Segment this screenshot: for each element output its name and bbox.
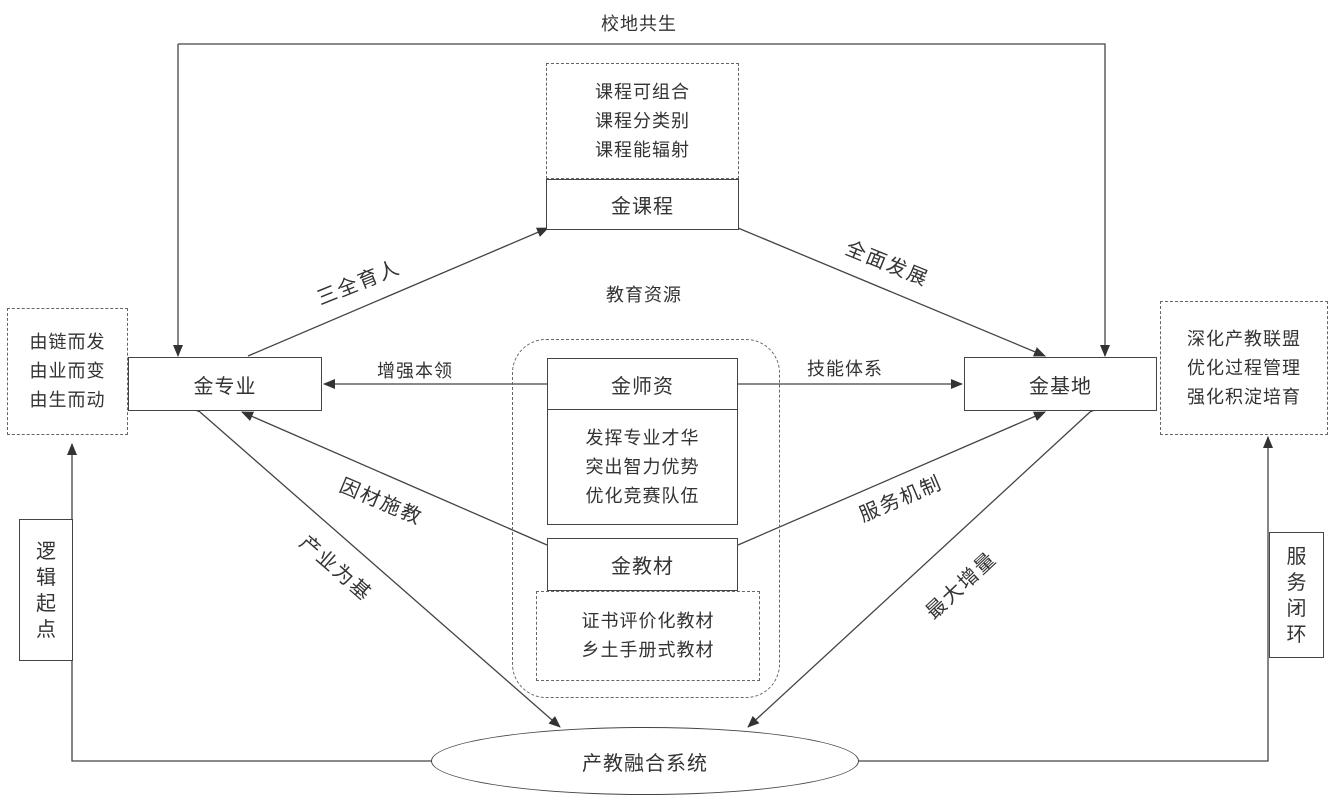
gold-course-node: 金课程 xyxy=(546,179,739,230)
industry-education-system-label: 产教融合系统 xyxy=(582,750,708,775)
education-resources-frame xyxy=(512,339,780,698)
service-loop-char-4: 环 xyxy=(1286,622,1307,646)
logic-start-char-1: 逻 xyxy=(36,539,56,563)
teacher-notes-box: 发挥专业才华 突出智力优势 优化竞赛队伍 xyxy=(547,410,738,525)
textbook-note-1: 证书评价化教材 xyxy=(581,611,715,632)
gold-teacher-node: 金师资 xyxy=(547,358,738,410)
service-loop-char-1: 服 xyxy=(1286,544,1307,568)
top-loop-label: 校地共生 xyxy=(601,14,677,35)
left-notes-box: 由链而发 由业而变 由生而动 xyxy=(7,308,128,435)
edge-major-system xyxy=(188,400,561,728)
gold-course-label: 金课程 xyxy=(611,194,674,218)
education-resources-label: 教育资源 xyxy=(606,285,682,306)
edge-base-system xyxy=(747,400,1102,728)
course-notes-box: 课程可组合 课程分类别 课程能辐射 xyxy=(546,63,739,179)
strengthen-label: 增强本领 xyxy=(377,361,453,382)
gold-major-label: 金专业 xyxy=(193,373,257,398)
edge-textbook-major xyxy=(241,411,548,546)
top-loop-line xyxy=(178,43,1110,357)
gold-major-node: 金专业 xyxy=(128,357,322,411)
right-notes-box: 深化产教联盟 优化过程管理 强化积淀培育 xyxy=(1160,301,1328,435)
edge-textbook-base xyxy=(737,411,1046,546)
bottom-loop-right xyxy=(858,436,1273,762)
textbook-note-2: 乡土手册式教材 xyxy=(581,640,715,661)
gold-teacher-label: 金师资 xyxy=(611,373,674,398)
logic-start-char-4: 点 xyxy=(36,617,56,641)
course-note-2: 课程分类别 xyxy=(595,110,690,132)
right-note-2: 优化过程管理 xyxy=(1187,357,1301,379)
course-note-1: 课程可组合 xyxy=(595,81,690,103)
teacher-note-1: 发挥专业才华 xyxy=(585,427,700,449)
industry-education-system-node: 产教融合系统 xyxy=(431,727,859,795)
left-note-3: 由生而动 xyxy=(29,390,106,411)
gold-base-node: 金基地 xyxy=(964,357,1157,411)
logic-start-char-2: 辑 xyxy=(36,565,56,589)
service-loop-char-3: 闭 xyxy=(1286,596,1307,620)
teacher-note-2: 突出智力优势 xyxy=(585,456,700,478)
textbook-notes-box: 证书评价化教材 乡土手册式教材 xyxy=(536,591,760,681)
right-note-3: 强化积淀培育 xyxy=(1187,386,1301,408)
left-note-2: 由业而变 xyxy=(29,361,106,382)
skill-system-label: 技能体系 xyxy=(807,359,883,380)
gold-base-label: 金基地 xyxy=(1029,373,1092,398)
edge-major-course xyxy=(247,227,549,357)
left-note-1: 由链而发 xyxy=(29,332,106,353)
gold-textbook-label: 金教材 xyxy=(611,554,674,578)
course-note-3: 课程能辐射 xyxy=(595,139,690,161)
edge-course-base xyxy=(737,227,1046,357)
right-note-1: 深化产教联盟 xyxy=(1187,328,1301,350)
logic-start-char-3: 起 xyxy=(36,591,56,615)
gold-textbook-node: 金教材 xyxy=(547,538,738,591)
service-loop-box: 服 务 闭 环 xyxy=(1269,532,1324,658)
service-loop-char-2: 务 xyxy=(1286,570,1307,594)
logic-start-box: 逻 辑 起 点 xyxy=(19,519,73,661)
teacher-note-3: 优化竞赛队伍 xyxy=(585,485,700,507)
